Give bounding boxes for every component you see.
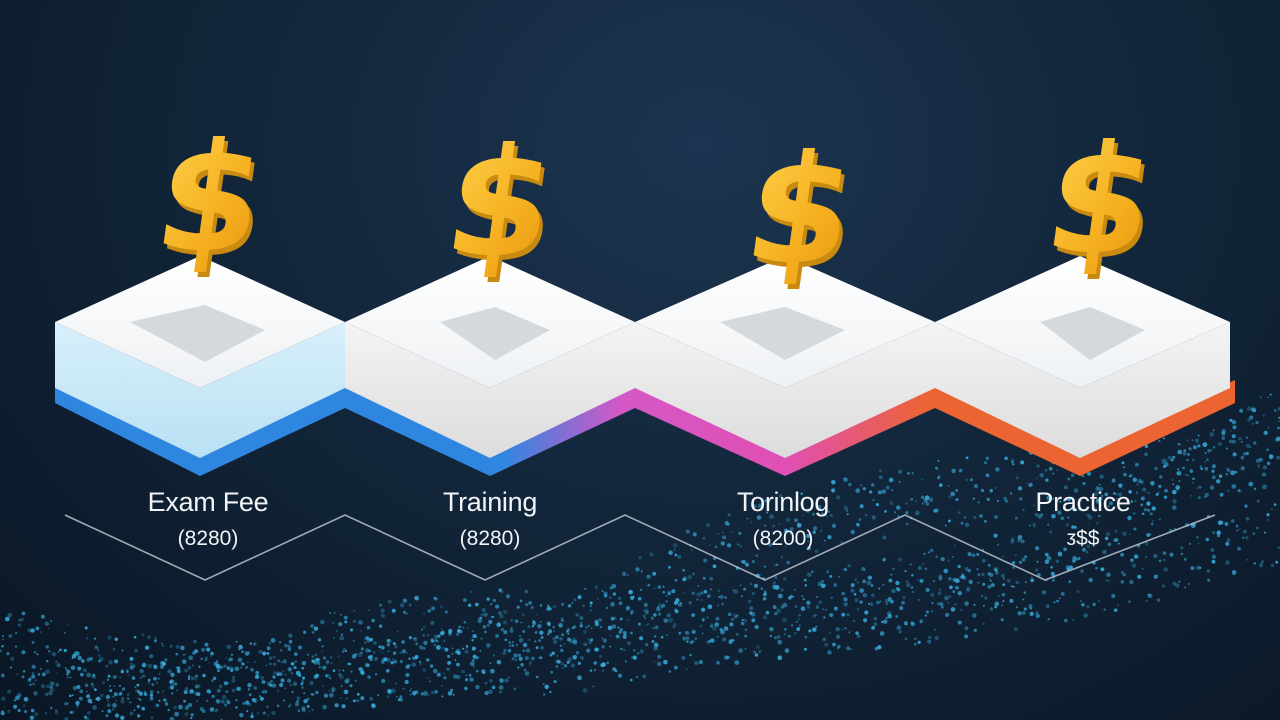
step-tile xyxy=(935,256,1230,458)
svg-text:$: $ xyxy=(436,116,565,291)
accent-strip xyxy=(55,380,1235,476)
step-tile xyxy=(55,256,345,458)
svg-text:$: $ xyxy=(1039,118,1168,293)
connector-line xyxy=(64,514,1216,581)
step-amount: (8280) xyxy=(177,527,239,550)
svg-text:$: $ xyxy=(439,121,568,296)
step-title: Torinlog xyxy=(736,487,830,517)
svg-text:$: $ xyxy=(739,128,868,303)
step-amount: ᴣ$$ xyxy=(1066,527,1100,550)
dollar-sign-icon: $ $ xyxy=(436,116,568,296)
dollar-sign-icon: $ $ xyxy=(146,111,278,291)
svg-text:$: $ xyxy=(149,116,278,291)
particle-wave-background xyxy=(0,393,1280,720)
svg-text:$: $ xyxy=(736,123,865,298)
step-tile xyxy=(345,256,635,458)
dollar-sign-icon: $ $ xyxy=(736,123,868,303)
step-amount: (8280) xyxy=(459,527,521,550)
step-label-exam-fee: Exam Fee (8280) xyxy=(88,487,328,551)
step-title: Training xyxy=(442,487,538,517)
step-label-training: Training (8280) xyxy=(370,487,610,551)
svg-text:$: $ xyxy=(146,111,275,286)
step-label-practice: Practice ᴣ$$ xyxy=(963,487,1203,551)
step-title: Practice xyxy=(1035,487,1131,517)
dollar-sign-icon: $ $ xyxy=(1036,113,1168,293)
step-label-torinlog: Torinlog (8200) xyxy=(663,487,903,551)
step-tile xyxy=(635,256,935,458)
svg-text:$: $ xyxy=(1036,113,1165,288)
step-title: Exam Fee xyxy=(147,487,269,517)
step-amount: (8200) xyxy=(752,527,814,550)
